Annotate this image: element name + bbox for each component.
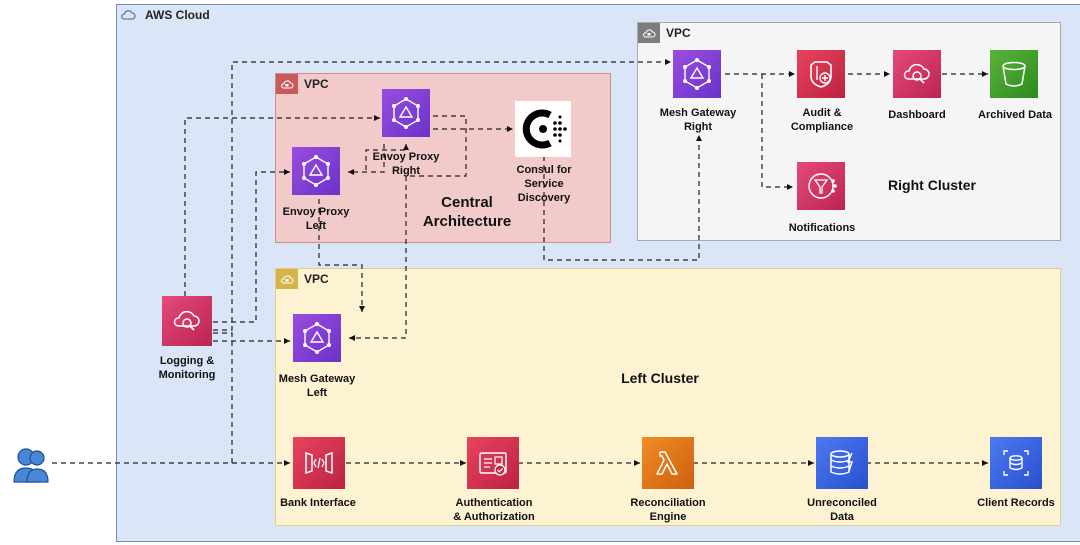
cloud-search-icon bbox=[173, 310, 200, 331]
archived-data-node[interactable] bbox=[990, 50, 1038, 98]
notifications-node[interactable] bbox=[797, 162, 845, 210]
logging-monitoring-node[interactable] bbox=[162, 296, 212, 346]
lambda-icon bbox=[656, 451, 678, 475]
dashboard-node[interactable] bbox=[893, 50, 941, 98]
mesh-gateway-left-node[interactable] bbox=[293, 314, 341, 362]
audit-compliance-node[interactable] bbox=[797, 50, 845, 98]
notification-funnel-icon bbox=[808, 173, 837, 199]
mesh-network-icon bbox=[302, 155, 330, 187]
logging-monitoring-label: Logging & Monitoring bbox=[158, 355, 216, 381]
vpc-lock-icon bbox=[276, 269, 298, 289]
unreconciled-data-node[interactable] bbox=[816, 437, 868, 489]
central-architecture-label: Central Architecture bbox=[422, 194, 512, 230]
client-records-label: Client Records bbox=[977, 497, 1055, 509]
authentication-label: Authentication & Authorization bbox=[453, 497, 535, 523]
consul-logo-icon bbox=[522, 109, 567, 149]
mesh-gateway-right-node[interactable] bbox=[673, 50, 721, 98]
cloud-icon bbox=[117, 5, 139, 25]
dashboard-label: Dashboard bbox=[888, 109, 946, 121]
unreconciled-data-label: Unreconciled Data bbox=[807, 497, 877, 523]
envoy-proxy-left-label: Envoy Proxy Left bbox=[282, 206, 350, 232]
database-records-icon bbox=[1003, 450, 1029, 476]
vpc-left-label: VPC bbox=[304, 272, 329, 286]
bank-interface-label: Bank Interface bbox=[280, 497, 356, 509]
bucket-icon bbox=[1002, 61, 1026, 87]
envoy-proxy-right-label: Envoy Proxy Right bbox=[372, 151, 440, 177]
mesh-gateway-right-label: Mesh Gateway Right bbox=[659, 107, 737, 133]
mesh-gateway-left-label: Mesh Gateway Left bbox=[278, 373, 356, 399]
mesh-network-icon bbox=[392, 97, 420, 129]
right-cluster-label: Right Cluster bbox=[888, 177, 976, 193]
audit-compliance-label: Audit & Compliance bbox=[790, 107, 854, 133]
api-gateway-icon bbox=[305, 451, 333, 475]
aws-cloud-label: AWS Cloud bbox=[145, 8, 210, 22]
bank-interface-node[interactable] bbox=[293, 437, 345, 489]
vpc-lock-icon bbox=[638, 23, 660, 43]
reconciliation-engine-node[interactable] bbox=[642, 437, 694, 489]
archived-data-label: Archived Data bbox=[978, 109, 1052, 121]
envoy-proxy-left-node[interactable] bbox=[292, 147, 340, 195]
reconciliation-engine-label: Reconciliation Engine bbox=[630, 497, 706, 523]
mesh-network-icon bbox=[303, 322, 331, 354]
vpc-lock-icon bbox=[276, 74, 298, 94]
client-records-node[interactable] bbox=[990, 437, 1042, 489]
mesh-network-icon bbox=[683, 58, 711, 90]
authentication-node[interactable] bbox=[467, 437, 519, 489]
users-icon[interactable] bbox=[10, 444, 54, 486]
left-cluster-label: Left Cluster bbox=[621, 370, 699, 386]
cloud-search-icon bbox=[903, 63, 930, 84]
envoy-proxy-right-node[interactable] bbox=[382, 89, 430, 137]
shield-icon bbox=[810, 61, 832, 88]
notifications-label: Notifications bbox=[788, 222, 856, 234]
consul-label: Consul for Service Discovery bbox=[516, 164, 572, 204]
consul-node[interactable] bbox=[515, 101, 571, 157]
vpc-right-label: VPC bbox=[666, 26, 691, 40]
vpc-central-label: VPC bbox=[304, 77, 329, 91]
database-icon bbox=[830, 450, 854, 475]
id-card-icon bbox=[479, 452, 507, 476]
